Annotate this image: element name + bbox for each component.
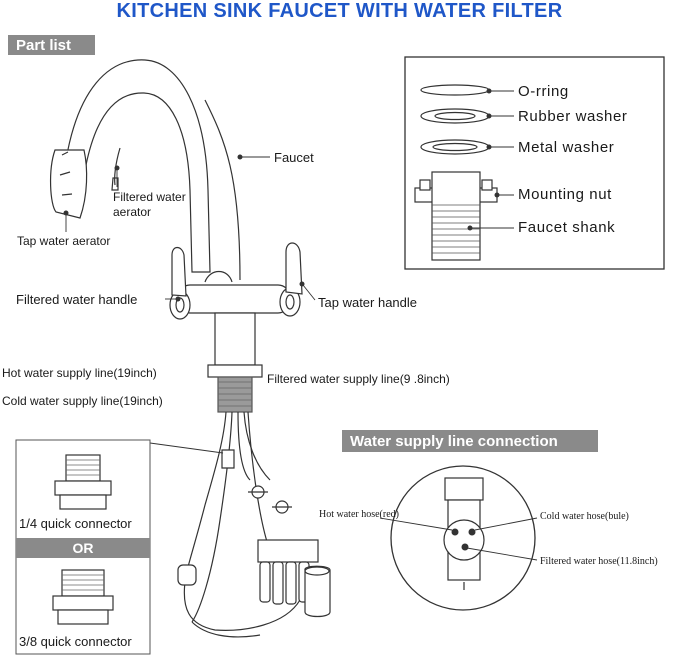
filtered-water-handle-label: Filtered water handle [16, 292, 138, 307]
spray-head [49, 149, 88, 219]
supply-lines [185, 411, 227, 576]
quarter-connector-label: 1/4 quick connector [19, 516, 132, 531]
faucet-shank-label: Faucet shank [518, 219, 616, 236]
tap-handle [285, 242, 303, 295]
supply-connection-header: Water supply line connection [342, 430, 598, 452]
filter-system [257, 539, 331, 618]
hot-hose-label: Hot water hose(red) [319, 509, 399, 520]
page-title: KITCHEN SINK FAUCET WITH WATER FILTER [116, 0, 563, 22]
filtered-handle [171, 246, 187, 297]
metal-washer-label: Metal washer [518, 139, 615, 156]
faucet-column [214, 312, 256, 366]
supply-connection-header-text: Water supply line connection [350, 432, 558, 450]
faucet-label: Faucet [274, 150, 314, 165]
tap-water-aerator-label: Tap water aerator [17, 234, 111, 248]
filtered-water-aerator-label: Filtered water aerator [113, 190, 203, 220]
filtered-hose-label: Filtered water hose(11.8inch) [540, 556, 658, 567]
tap-water-handle-label: Tap water handle [318, 295, 418, 310]
quarter-connector-illustration [54, 454, 112, 510]
or-divider-text: OR [72, 540, 94, 556]
faucet-body [177, 284, 291, 314]
cold-hose-label: Cold water hose(bule) [540, 511, 629, 522]
hot-supply-label: Hot water supply line(19inch) [2, 366, 157, 380]
eighths-connector-illustration [52, 569, 114, 625]
o-ring-label: O-rring [518, 83, 569, 100]
filtered-supply-label: Filtered water supply line(9 .8inch) [267, 372, 450, 386]
mounting-nut-label: Mounting nut [518, 186, 612, 203]
part-list-header: Part list [8, 35, 95, 55]
eighths-connector-label: 3/8 quick connector [19, 634, 132, 649]
or-divider: OR [16, 538, 150, 558]
rubber-washer-label: Rubber washer [518, 108, 628, 125]
filtered-water-aerator-text: Filtered water aerator [113, 190, 186, 219]
mount-parts-box [404, 56, 665, 270]
supply-connection-circle [390, 465, 536, 611]
part-list-header-text: Part list [16, 36, 72, 54]
cold-supply-label: Cold water supply line(19inch) [2, 394, 163, 408]
